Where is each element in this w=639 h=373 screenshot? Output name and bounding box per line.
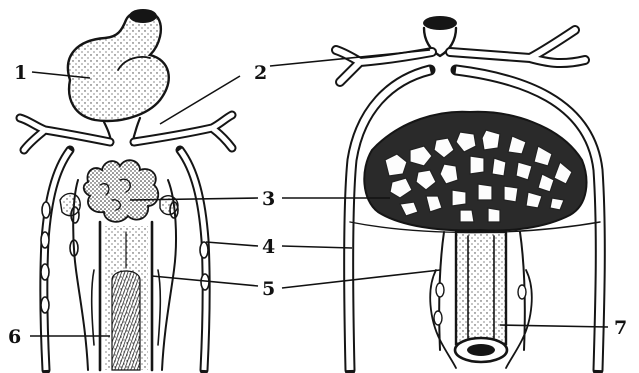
label-4: 4 [262, 236, 275, 258]
label-5: 5 [262, 278, 275, 300]
label-6: 6 [8, 326, 21, 348]
leader-4a [206, 242, 258, 246]
left-figure [20, 9, 232, 370]
gland-cluster-left [60, 160, 178, 222]
leader-5b [282, 270, 440, 288]
left-branches [20, 115, 232, 150]
organ-sac-1 [68, 9, 169, 121]
capillary-mesh [350, 112, 600, 233]
leader-7 [500, 325, 608, 327]
right-figure [336, 16, 600, 370]
leader-4b [282, 246, 352, 248]
central-column-left [92, 222, 161, 370]
label-7: 7 [614, 317, 627, 339]
label-3: 3 [262, 188, 275, 210]
central-column-right [430, 232, 532, 368]
label-2: 2 [254, 62, 267, 84]
label-1: 1 [14, 62, 27, 84]
